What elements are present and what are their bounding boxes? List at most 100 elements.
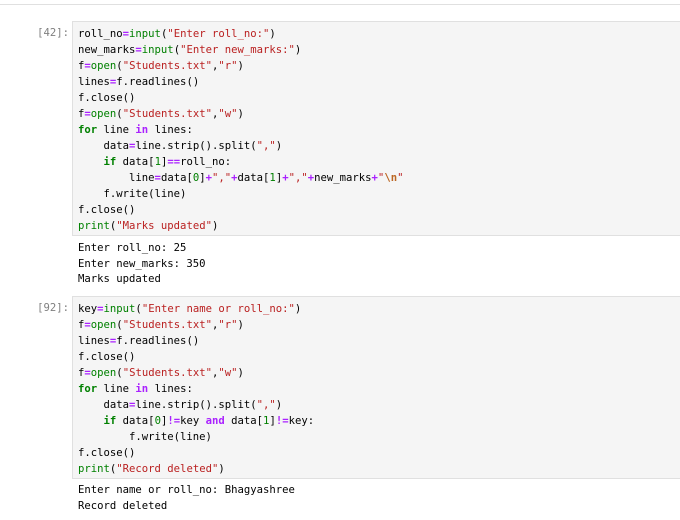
code-token: " bbox=[377, 172, 385, 184]
code-token: "Record deleted" bbox=[116, 463, 219, 475]
code-token: = bbox=[109, 335, 117, 347]
code-token: f.close() bbox=[78, 351, 136, 363]
code-token: for bbox=[78, 383, 98, 395]
code-line: for line in lines: bbox=[78, 122, 680, 138]
code-token: input bbox=[129, 28, 161, 40]
code-token: ) bbox=[275, 140, 283, 152]
code-token: f.close() bbox=[78, 447, 136, 459]
code-line: f=open("Students.txt","r") bbox=[78, 58, 680, 74]
code-token: = bbox=[122, 28, 130, 40]
code-token: = bbox=[129, 140, 136, 152]
code-token: , bbox=[211, 108, 219, 120]
code-token: \n bbox=[384, 172, 398, 184]
code-token: "," bbox=[212, 172, 232, 184]
code-line: new_marks=input("Enter new_marks:") bbox=[78, 42, 680, 58]
code-token: f.readlines() bbox=[116, 76, 200, 88]
cell-1-code-input[interactable]: roll_no=input("Enter roll_no:")new_marks… bbox=[72, 21, 680, 236]
code-line: f=open("Students.txt","w") bbox=[78, 106, 680, 122]
code-token: and bbox=[205, 415, 225, 427]
code-token: 0 bbox=[154, 415, 161, 427]
code-token: "Enter roll_no:" bbox=[167, 28, 270, 40]
code-line: f.write(line) bbox=[78, 429, 680, 445]
code-token: = bbox=[84, 367, 91, 379]
code-line: data=line.strip().split(",") bbox=[78, 397, 680, 413]
code-token: lines: bbox=[148, 124, 193, 136]
code-line: line=data[0]+","+data[1]+","+new_marks+"… bbox=[78, 170, 680, 186]
code-token: line bbox=[78, 172, 155, 184]
code-token: ) bbox=[237, 108, 244, 120]
code-token: open bbox=[90, 319, 117, 331]
code-line: f.close() bbox=[78, 90, 680, 106]
code-token: data[ bbox=[160, 172, 193, 184]
code-token: ( bbox=[116, 319, 123, 331]
code-token: f.close() bbox=[78, 92, 136, 104]
code-token: for bbox=[78, 124, 98, 136]
cell-2-prompt: [92]: bbox=[37, 302, 69, 314]
output-line: Record deleted bbox=[78, 499, 168, 512]
code-token bbox=[78, 415, 104, 427]
code-token: roll_no bbox=[78, 28, 123, 40]
code-token: data[ bbox=[116, 156, 155, 168]
code-token: ( bbox=[160, 28, 168, 40]
code-token: ) bbox=[237, 60, 244, 72]
output-line: Enter name or roll_no: Bhagyashree bbox=[78, 484, 295, 496]
code-token: , bbox=[211, 60, 219, 72]
code-token: "r" bbox=[218, 60, 238, 72]
code-line: f.write(line) bbox=[78, 186, 680, 202]
code-token: ] bbox=[160, 156, 168, 168]
code-token: "Enter name or roll_no:" bbox=[141, 303, 295, 315]
code-line: print("Marks updated") bbox=[78, 218, 680, 234]
code-line: f=open("Students.txt","w") bbox=[78, 365, 680, 381]
code-token: open bbox=[90, 60, 117, 72]
code-token: ) bbox=[269, 28, 276, 40]
code-token: line.strip().split( bbox=[135, 399, 257, 411]
code-token: data bbox=[78, 399, 130, 411]
code-token: = bbox=[97, 303, 104, 315]
code-token: lines bbox=[78, 76, 110, 88]
code-line: if data[1]==roll_no: bbox=[78, 154, 680, 170]
code-token: roll_no: bbox=[180, 156, 232, 168]
code-line: for line in lines: bbox=[78, 381, 680, 397]
code-token: "Students.txt" bbox=[122, 60, 212, 72]
code-token: + bbox=[282, 172, 289, 184]
code-token: open bbox=[90, 108, 117, 120]
code-token: lines: bbox=[148, 383, 193, 395]
code-token: "r" bbox=[218, 319, 238, 331]
code-token: + bbox=[371, 172, 378, 184]
code-token: line bbox=[97, 124, 136, 136]
code-line: f.close() bbox=[78, 349, 680, 365]
code-token: in bbox=[135, 383, 149, 395]
code-token: != bbox=[275, 415, 289, 427]
code-token: lines bbox=[78, 335, 110, 347]
output-line: Marks updated bbox=[78, 273, 161, 285]
code-token: ) bbox=[294, 44, 302, 56]
code-token: f.close() bbox=[78, 204, 136, 216]
code-line: print("Record deleted") bbox=[78, 461, 680, 477]
output-line: Enter roll_no: 25 bbox=[78, 242, 187, 254]
code-token: = bbox=[84, 319, 91, 331]
code-token: ( bbox=[109, 220, 117, 232]
code-token: in bbox=[135, 124, 149, 136]
code-token: ( bbox=[173, 44, 181, 56]
code-token: ( bbox=[135, 303, 142, 315]
code-token: f.readlines() bbox=[116, 335, 200, 347]
code-token: new_marks bbox=[314, 172, 372, 184]
code-token: = bbox=[154, 172, 161, 184]
code-token: new_marks bbox=[78, 44, 136, 56]
code-token: key bbox=[78, 303, 98, 315]
code-token: != bbox=[167, 415, 181, 427]
code-token: data bbox=[78, 140, 130, 152]
code-token: "Marks updated" bbox=[116, 220, 212, 232]
code-token: 1 bbox=[263, 415, 270, 427]
code-token: key: bbox=[288, 415, 315, 427]
code-token: f bbox=[78, 108, 85, 120]
cell-2-code-input[interactable]: key=input("Enter name or roll_no:")f=ope… bbox=[72, 296, 680, 479]
code-token: " bbox=[397, 172, 404, 184]
code-token: "Students.txt" bbox=[122, 108, 212, 120]
code-token: = bbox=[135, 44, 142, 56]
code-token: f bbox=[78, 60, 85, 72]
code-token: "w" bbox=[218, 367, 238, 379]
code-token: f bbox=[78, 367, 85, 379]
code-line: roll_no=input("Enter roll_no:") bbox=[78, 26, 680, 42]
code-token: ) bbox=[294, 303, 302, 315]
